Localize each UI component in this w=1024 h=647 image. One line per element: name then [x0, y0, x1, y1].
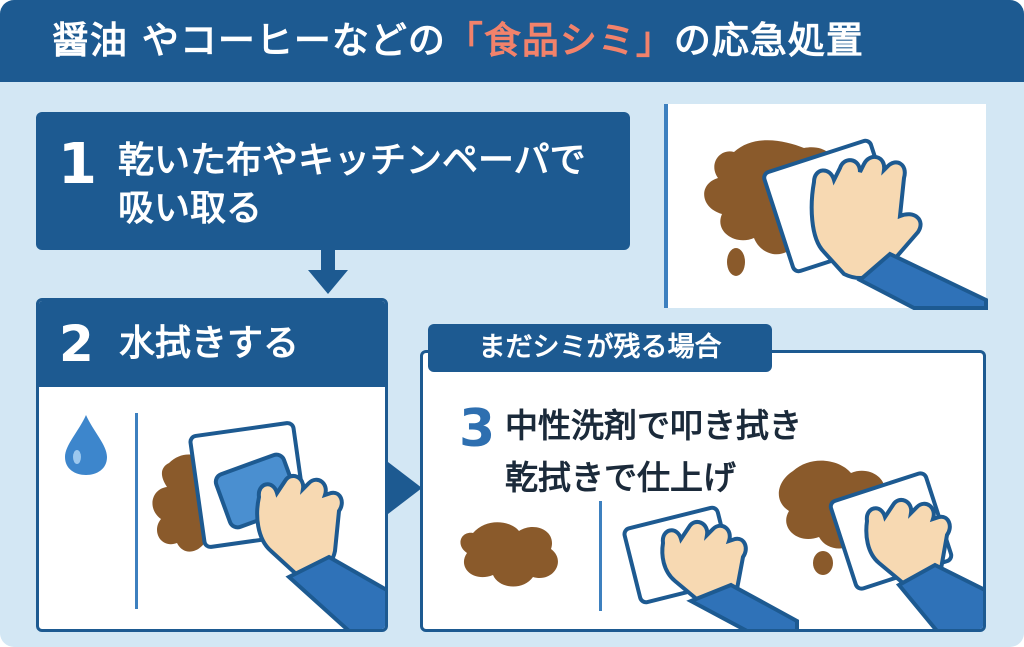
step-2-divider: [135, 413, 138, 609]
step-2-text: 水拭きする: [119, 323, 300, 364]
title-bar: 醤油 やコーヒーなどの「食品シミ」の応急処置: [0, 0, 1024, 82]
hand-wiping-icon: [255, 473, 385, 629]
step-3-line-2: 乾拭きで仕上げ: [505, 458, 736, 497]
arrow-down-icon: [308, 250, 348, 294]
step-2-number: 2: [59, 315, 94, 373]
page-title: 醤油 やコーヒーなどの「食品シミ」の応急処置: [52, 10, 864, 72]
step-1-line-2: 吸い取る: [118, 188, 263, 229]
title-suffix: の応急処置: [673, 19, 864, 62]
still-stained-badge: まだシミが残る場合: [428, 324, 772, 372]
step-3-number: 3: [459, 399, 496, 459]
hand-wiping-icon: [864, 497, 983, 629]
step-1-panel: 1 乾いた布やキッチンペーパで 吸い取る: [36, 112, 630, 250]
title-highlight: 「食品シミ」: [445, 19, 674, 62]
step-2-panel: 2 水拭きする: [36, 298, 388, 632]
step-1-illustration: [664, 104, 988, 310]
step-1-number: 1: [58, 132, 97, 197]
step-3-illustration: [622, 460, 983, 629]
hand-wiping-icon: [660, 519, 799, 629]
title-prefix: 醤油 やコーヒーなどの: [52, 19, 446, 62]
water-drop-icon: [65, 415, 107, 475]
step-2-header: 2 水拭きする: [39, 301, 385, 387]
step-1-line-1: 乾いた布やキッチンペーパで: [118, 140, 586, 181]
arrow-right-icon: [388, 462, 422, 514]
illustration-divider: [664, 104, 668, 308]
step-3-line-1: 中性洗剤で叩き拭き: [505, 406, 802, 445]
stain-icon: [460, 522, 558, 587]
step-3-panel: 3 中性洗剤で叩き拭き 乾拭きで仕上げ: [420, 350, 986, 632]
step-2-illustration: [152, 421, 385, 629]
hand-wiping-icon: [809, 154, 988, 310]
step-3-divider: [599, 501, 602, 611]
